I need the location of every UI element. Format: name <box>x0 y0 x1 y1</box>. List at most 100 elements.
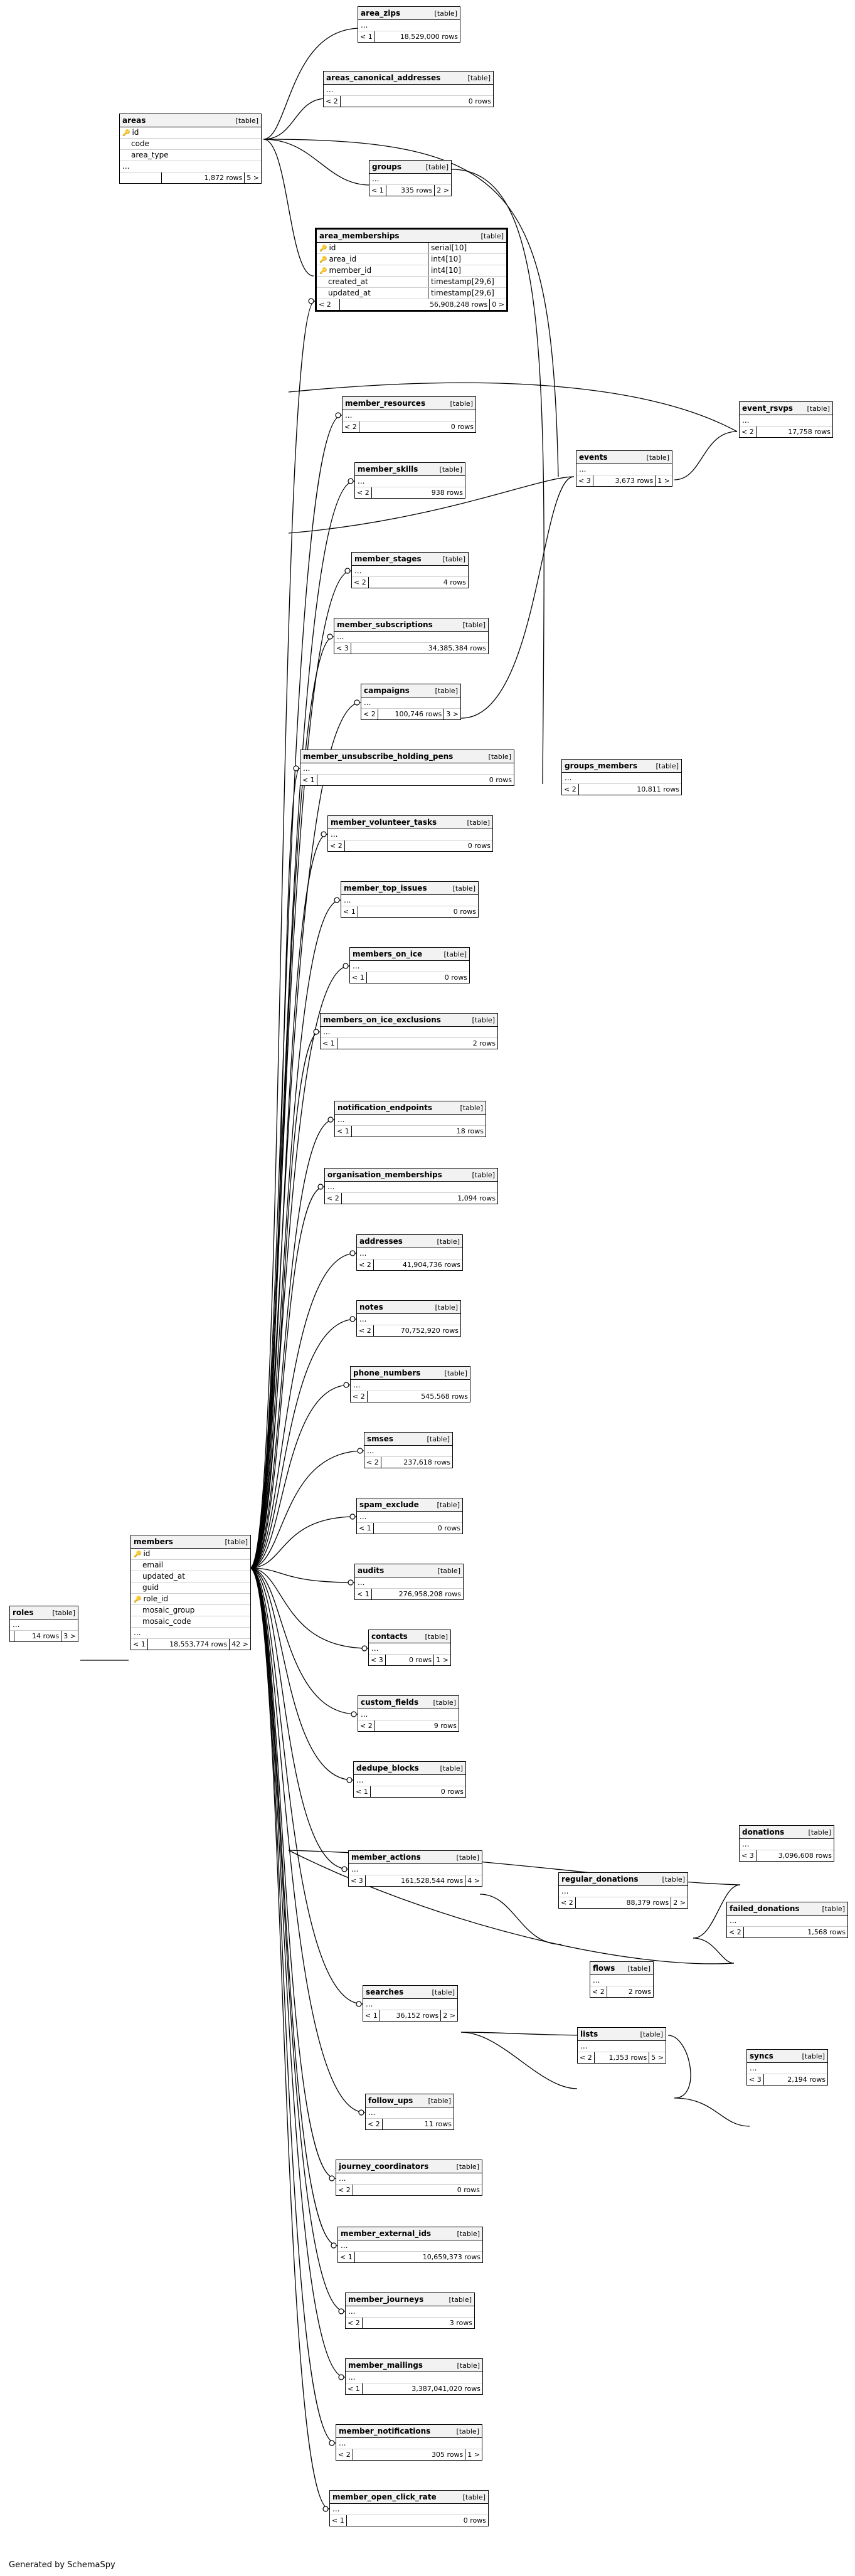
table-members[interactable]: members[table] 🔑id email updated_at guid… <box>130 1535 251 1650</box>
column-updated-at: updated_at <box>131 1571 250 1582</box>
column-more: ... <box>576 464 672 475</box>
relation-line <box>249 1119 335 1569</box>
table-name: donations <box>742 1828 785 1837</box>
column-more: ... <box>346 2306 474 2318</box>
column-more: ... <box>363 1999 457 2010</box>
relation-line <box>249 899 341 1569</box>
relation-endpoint <box>356 2001 362 2007</box>
column-more: ... <box>357 1512 462 1523</box>
relation-line <box>249 1567 346 2378</box>
relation-line <box>249 1567 346 2312</box>
relation-line <box>249 1567 336 2444</box>
table-name: member_actions <box>351 1853 421 1862</box>
relation-endpoint <box>317 1184 324 1190</box>
relation-endpoint <box>358 2109 364 2116</box>
table-name: member_subscriptions <box>337 620 433 629</box>
column-more: ... <box>321 1027 497 1038</box>
column-more: ... <box>740 1839 834 1850</box>
table-name: groups_members <box>565 761 637 770</box>
relation-endpoint <box>338 2374 344 2380</box>
relation-endpoint <box>327 1116 334 1123</box>
table-name: member_volunteer_tasks <box>331 818 437 827</box>
relation-line <box>249 1253 357 1569</box>
relation-endpoint <box>348 1579 354 1586</box>
table-name: regular_donations <box>561 1875 639 1884</box>
table-name: member_unsubscribe_holding_pens <box>303 752 454 761</box>
table-name: phone_numbers <box>353 1369 421 1377</box>
relation-line <box>249 1567 363 2005</box>
column-more: ... <box>330 2504 488 2515</box>
column-role-id: 🔑role_id <box>131 1594 250 1605</box>
column-more: ... <box>120 161 261 172</box>
relation-endpoint <box>329 2440 335 2446</box>
column-more: ... <box>559 1886 688 1897</box>
table-name: groups <box>372 162 402 171</box>
table-name: addresses <box>359 1237 403 1246</box>
column-more: ... <box>727 1916 847 1927</box>
relation-line <box>249 768 300 1569</box>
table-member-unsubscribe-holding-pens[interactable]: member_unsubscribe_holding_pens[table]..… <box>300 750 514 786</box>
column-more: ... <box>328 829 492 840</box>
table-name: member_external_ids <box>341 2229 432 2238</box>
relation-line <box>249 1567 369 1649</box>
relation-endpoint <box>308 298 314 304</box>
relation-endpoint <box>343 963 349 969</box>
table-areas[interactable]: areas[table] 🔑id code area_type ... 1,87… <box>119 114 262 184</box>
column-more: ... <box>341 895 478 906</box>
